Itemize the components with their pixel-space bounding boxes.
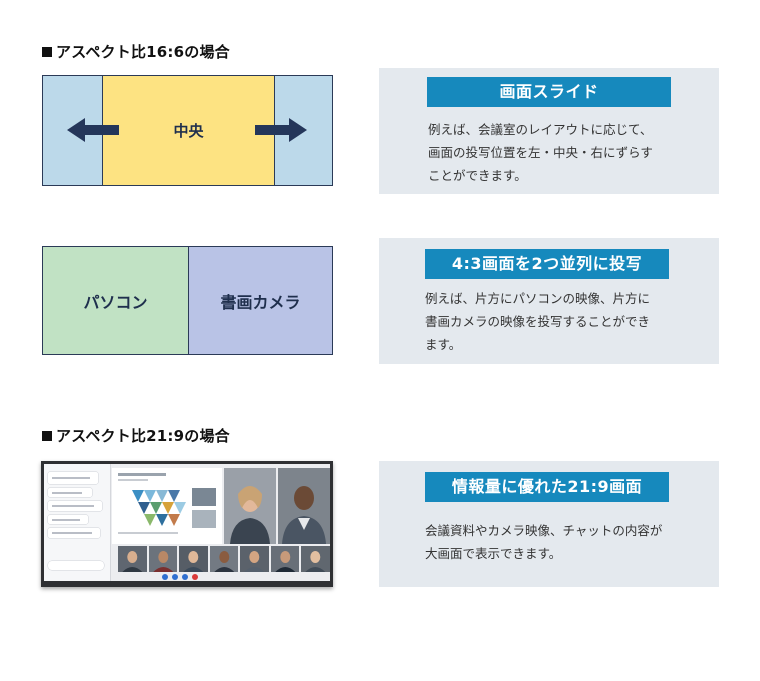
slide-center-area: 中央: [102, 76, 275, 185]
participant-tile: [209, 546, 239, 572]
feature-card-dual: 4:3画面を2つ並列に投写 例えば、片方にパソコンの映像、片方に 書画カメラの映…: [379, 238, 719, 364]
square-bullet-icon: [42, 47, 52, 57]
arrow-left-icon: [67, 117, 119, 143]
participant-tile: [118, 546, 147, 572]
participant-strip: [118, 546, 330, 572]
video-tile-speaker: [224, 468, 276, 544]
camera-toggle-icon: [162, 574, 168, 580]
chat-input: [48, 561, 104, 570]
dual-diagram: パソコン 書画カメラ: [42, 246, 333, 355]
chat-panel: [44, 464, 111, 581]
card-body: 例えば、会議室のレイアウトに応じて、 画面の投写位置を左・中央・右にずらす こと…: [428, 122, 653, 183]
card-body: 会議資料やカメラ映像、チャットの内容が 大画面で表示できます。: [425, 523, 663, 561]
arrow-right-icon: [255, 117, 307, 143]
card-body: 例えば、片方にパソコンの映像、片方に 書画カメラの映像を投写することができ ます…: [425, 291, 651, 352]
square-bullet-icon: [42, 431, 52, 441]
card-title: 画面スライド: [427, 77, 671, 107]
shared-document: [112, 468, 222, 544]
card-title: 4:3画面を2つ並列に投写: [425, 249, 669, 279]
participant-tile: [179, 546, 208, 572]
video-tile-speaker: [278, 468, 330, 544]
feature-card-ultrawide: 情報量に優れた21:9画面 会議資料やカメラ映像、チャットの内容が 大画面で表示…: [379, 461, 719, 587]
screen-content: [44, 464, 330, 581]
camera-panel: 書画カメラ: [189, 247, 332, 354]
section-heading-text: アスペクト比16:6の場合: [56, 43, 230, 61]
pc-panel-label: パソコン: [83, 292, 148, 312]
share-screen-icon: [182, 574, 188, 580]
participant-tile: [270, 546, 300, 572]
section-heading-21-9: アスペクト比21:9の場合: [42, 425, 230, 446]
feature-card-slide: 画面スライド 例えば、会議室のレイアウトに応じて、 画面の投写位置を左・中央・右…: [379, 68, 719, 194]
section-heading-text: アスペクト比21:9の場合: [56, 427, 230, 445]
microphone-toggle-icon: [172, 574, 178, 580]
ultrawide-screen-mockup: [41, 461, 333, 587]
camera-panel-label: 書画カメラ: [220, 292, 301, 312]
end-call-icon: [192, 574, 198, 580]
pc-panel: パソコン: [43, 247, 189, 354]
section-heading-16-6: アスペクト比16:6の場合: [42, 41, 230, 62]
card-title: 情報量に優れた21:9画面: [425, 472, 669, 502]
shared-document-graphic: [118, 473, 216, 534]
participant-tile: [148, 546, 178, 572]
slide-center-label: 中央: [173, 122, 204, 140]
participant-tile: [301, 546, 330, 572]
participant-tile: [240, 546, 269, 572]
